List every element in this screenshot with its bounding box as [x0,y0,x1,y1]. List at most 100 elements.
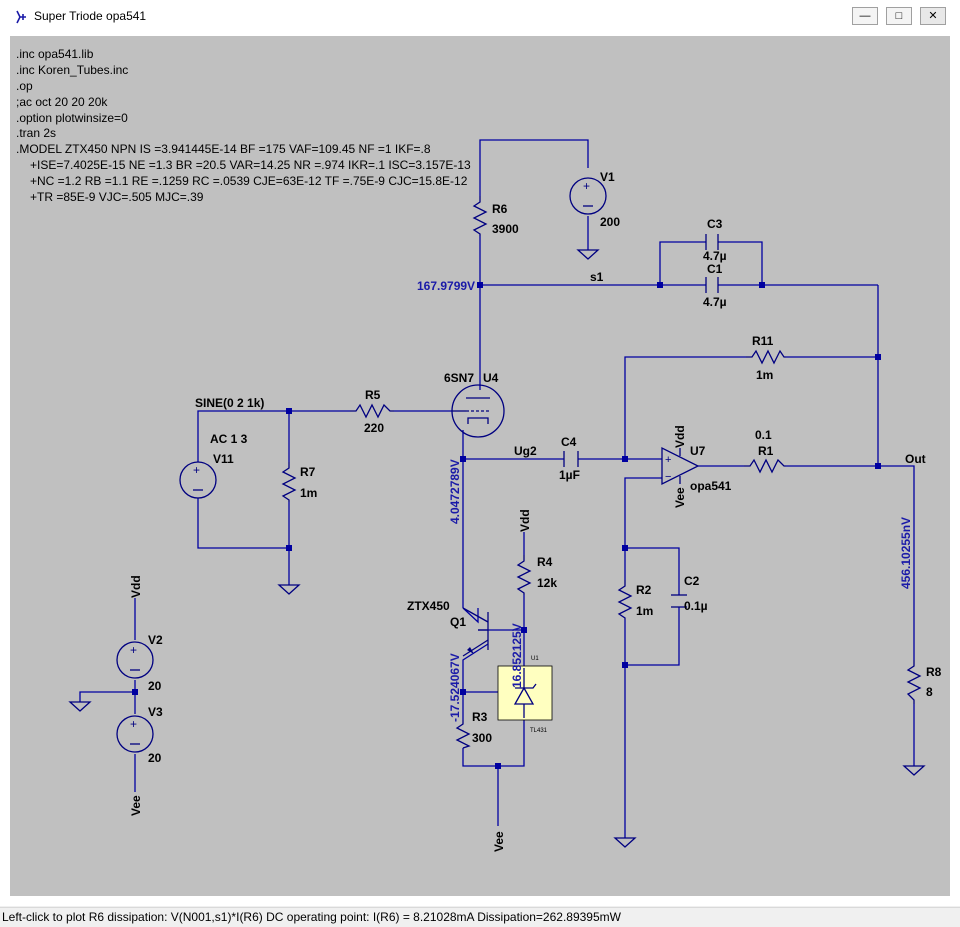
wire[interactable] [479,139,589,196]
resistor-r4[interactable] [516,555,532,595]
label-r2-name: R2 [636,583,652,597]
junction-dot [622,456,628,462]
label-v1-value: 200 [600,215,620,229]
voltage-annotations[interactable]: 167.9799V 4.0472789V 16.852125V -17.5240… [417,279,913,722]
voltage-source-v1[interactable]: + [569,177,607,215]
wires[interactable] [79,139,915,838]
wire[interactable] [878,465,915,660]
wire[interactable] [462,607,479,624]
voltage-node-plate[interactable]: 167.9799V [417,279,475,293]
voltage-source-v3[interactable]: + [116,715,154,753]
resistor-r7[interactable] [281,462,297,502]
net-label-out: Out [905,452,926,466]
resistor-r3[interactable] [455,720,471,749]
label-c3-value: 4.7µ [703,249,727,263]
net-label-vee-v3: Vee [129,795,143,816]
resistor-r5[interactable] [350,403,394,419]
directive-line[interactable]: .op [16,79,33,93]
directive-line[interactable]: +TR =85E-9 VJC=.505 MJC=.39 [30,190,204,204]
capacitor-c1[interactable] [705,277,719,293]
wire[interactable] [624,356,746,459]
label-u7-vee: Vee [673,487,687,508]
voltage-source-v2[interactable]: + [116,641,154,679]
minimize-button[interactable]: — [852,7,878,25]
resistor-r2[interactable] [617,580,633,620]
wire[interactable] [79,691,135,702]
label-v1-name: V1 [600,170,615,184]
label-c4-name: C4 [561,435,577,449]
minimize-icon: — [859,10,871,22]
capacitors[interactable] [563,234,719,608]
label-u7-vdd: Vdd [673,425,687,448]
capacitor-c3[interactable] [705,234,719,250]
label-r11-name: R11 [752,334,774,348]
wire[interactable] [718,241,763,285]
wire[interactable] [625,547,680,595]
resistor-r1[interactable] [744,458,786,474]
wire[interactable] [197,498,289,549]
wire[interactable] [462,643,489,720]
wire[interactable] [625,607,680,666]
label-r6-name: R6 [492,202,508,216]
ground-icon [902,765,926,776]
tl431-u1[interactable]: U1 TL431 [497,656,553,734]
schematic-svg[interactable]: .inc opa541.lib .inc Koren_Tubes.inc .op… [10,36,950,896]
capacitor-c4[interactable] [563,451,579,467]
directive-line[interactable]: .MODEL ZTX450 NPN IS =3.941445E-14 BF =1… [16,142,431,156]
label-u7-name: U7 [690,444,706,458]
window-title: Super Triode opa541 [34,9,147,23]
resistor-r11[interactable] [746,349,786,365]
wire[interactable] [659,241,706,285]
voltage-node-tl431[interactable]: 16.852125V [510,623,524,688]
wire[interactable] [197,410,350,462]
directive-line[interactable]: .option plotwinsize=0 [16,111,128,125]
label-r6-value: 3900 [492,222,519,236]
label-v2-name: V2 [148,633,163,647]
wire[interactable] [462,720,525,767]
directive-line[interactable]: ;ac oct 20 20 20k [16,95,108,109]
junction-dot [759,282,765,288]
label-c4-value: 1µF [559,468,580,482]
capacitor-c2[interactable] [671,594,687,608]
label-v3-name: V3 [148,705,163,719]
label-r7-value: 1m [300,486,317,500]
directive-line[interactable]: +ISE=7.4025E-15 NE =1.3 BR =20.5 VAR=14.… [30,158,471,172]
directive-line[interactable]: .tran 2s [16,126,56,140]
voltage-sources[interactable]: + + + + [116,177,607,753]
label-v11-name: V11 [213,452,234,466]
label-r1-value: 0.1 [755,428,772,442]
junction-dot [657,282,663,288]
label-r1-name: R1 [758,444,774,458]
status-bar: Left-click to plot R6 dissipation: V(N00… [0,907,960,926]
voltage-node-cathode[interactable]: 4.0472789V [448,459,462,524]
close-button[interactable]: ✕ [920,7,946,25]
label-c1-value: 4.7µ [703,295,727,309]
voltage-source-v11[interactable]: + [179,461,217,499]
ground-symbols [68,249,926,848]
maximize-button[interactable]: □ [886,7,912,25]
label-r4-name: R4 [537,555,553,569]
label-u4-model: 6SN7 [444,371,474,385]
label-c3-name: C3 [707,217,723,231]
schematic-canvas[interactable]: .inc opa541.lib .inc Koren_Tubes.inc .op… [10,36,950,896]
label-v11-value: SINE(0 2 1k) [195,396,264,410]
spice-directives[interactable]: .inc opa541.lib .inc Koren_Tubes.inc .op… [16,47,471,204]
directive-line[interactable]: .inc Koren_Tubes.inc [16,63,128,77]
voltage-node-out[interactable]: 456.10255nV [899,517,913,589]
transistor-q1[interactable] [462,607,489,657]
resistor-r8[interactable] [906,660,922,704]
label-r11-value: 1m [756,368,773,382]
junction-dot [875,463,881,469]
label-u4-name: U4 [483,371,499,385]
wire[interactable] [624,477,662,580]
ground-icon [576,249,600,260]
resistor-r6[interactable] [472,196,488,236]
voltage-node-emitter[interactable]: -17.524067V [448,653,462,722]
opamp-u7[interactable]: + − [661,446,700,486]
label-r2-value: 1m [636,604,653,618]
triode-u4[interactable] [451,384,505,438]
label-r3-value: 300 [472,731,492,745]
resistors[interactable] [281,196,922,749]
directive-line[interactable]: +NC =1.2 RB =1.1 RE =.1259 RC =.0539 CJE… [30,174,468,188]
directive-line[interactable]: .inc opa541.lib [16,47,94,61]
